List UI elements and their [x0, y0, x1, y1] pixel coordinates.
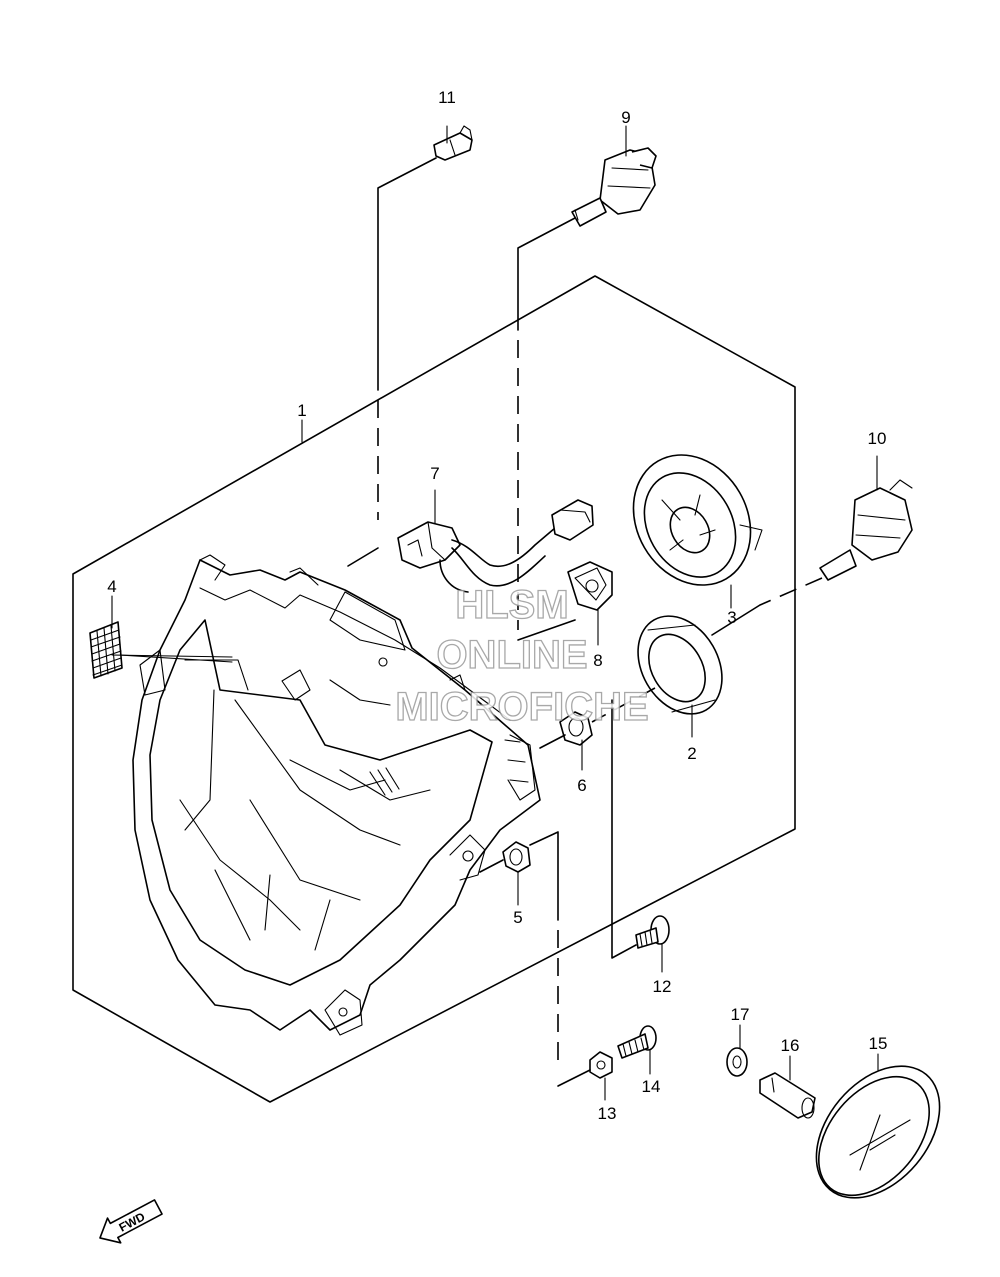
nut-13: [589, 1051, 613, 1079]
part-label-13: 13: [598, 1104, 617, 1123]
part-label-16: 16: [781, 1036, 800, 1055]
part-label-4: 4: [107, 577, 116, 596]
cap-15: [815, 1065, 941, 1199]
watermark-line-2: ONLINE: [436, 633, 587, 677]
screw-14: [617, 1025, 657, 1059]
part-label-14: 14: [642, 1077, 661, 1096]
h4-bulb: [571, 147, 657, 227]
part-label-3: 3: [727, 608, 736, 627]
grommet-lower: [502, 841, 531, 873]
part-label-5: 5: [513, 908, 522, 927]
part-number-labels: 1 2 3 4 5 6 7 8 9 10 11 12 13 14 15 16 1…: [107, 88, 887, 1123]
part-label-17: 17: [731, 1005, 750, 1024]
headlight-bulb-socket: [567, 561, 613, 611]
h7-bulb: [819, 479, 913, 581]
forward-direction-arrow: FWD: [99, 1199, 163, 1244]
part-label-1: 1: [297, 401, 306, 420]
part-label-7: 7: [430, 464, 439, 483]
grommet-upper: [559, 711, 593, 746]
bulb-cover: [632, 454, 763, 586]
spacer-16: [759, 1072, 816, 1119]
part-label-12: 12: [653, 977, 672, 996]
part-label-11: 11: [438, 88, 456, 107]
part-label-8: 8: [593, 651, 602, 670]
callout-leaders: [111, 125, 879, 1101]
assembly-boundary: [72, 275, 796, 1103]
wedge-bulb: [433, 125, 473, 161]
position-lamp-socket: [397, 499, 594, 593]
watermark: HLSM ONLINE MICROFICHE: [395, 582, 650, 729]
washer-17: [726, 1047, 748, 1077]
watermark-line-3: MICROFICHE: [395, 685, 648, 729]
rubber-boot: [637, 615, 723, 715]
part-label-9: 9: [621, 108, 630, 127]
bolt-12: [635, 915, 670, 949]
part-label-10: 10: [868, 429, 887, 448]
leader-lines: [347, 157, 823, 1087]
part-label-15: 15: [869, 1034, 888, 1053]
part-label-2: 2: [687, 744, 696, 763]
headlamp-housing: [132, 554, 541, 1036]
part-label-6: 6: [577, 776, 586, 795]
watermark-line-1: HLSM: [455, 583, 568, 627]
reflector-sticker: [89, 621, 123, 679]
